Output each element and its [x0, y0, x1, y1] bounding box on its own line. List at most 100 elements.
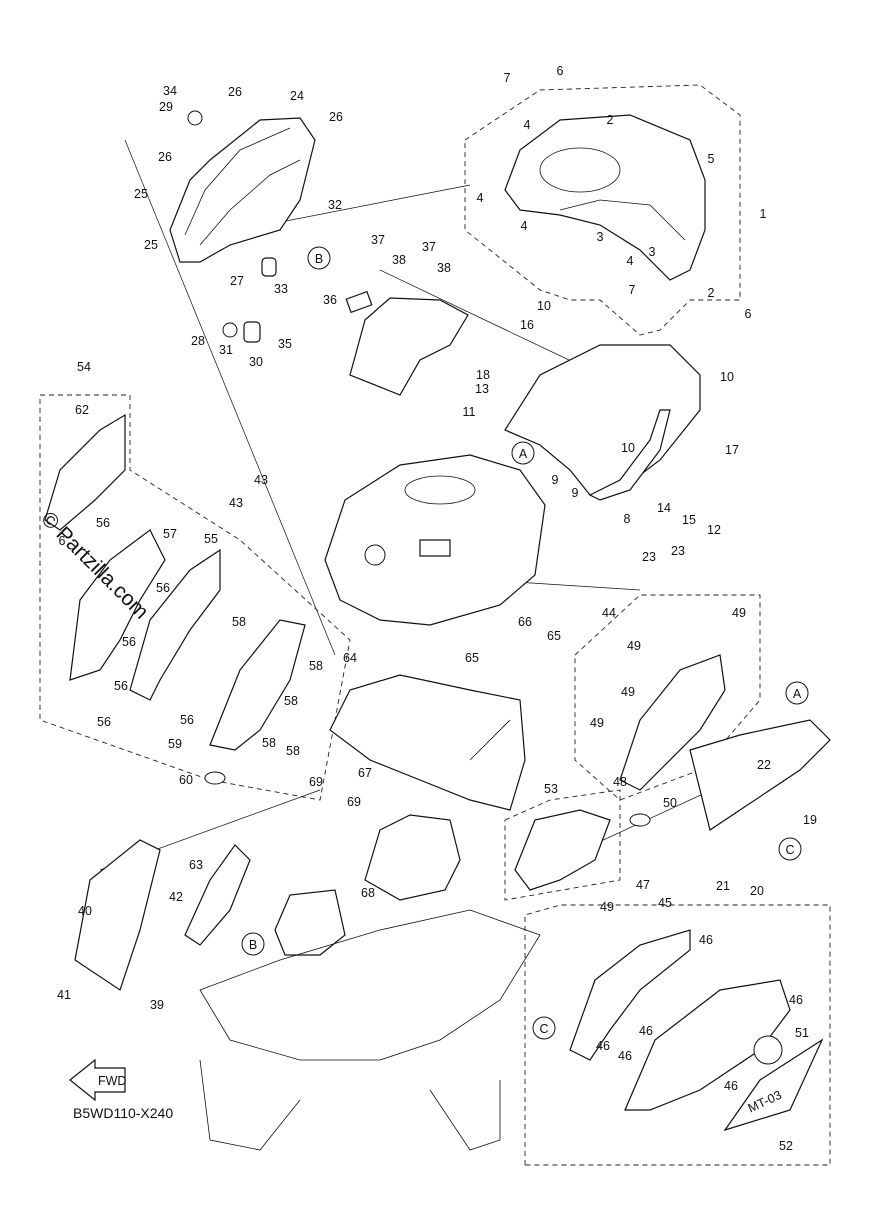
callout-label: 38: [392, 253, 406, 267]
diagram-code: B5WD110-X240: [73, 1105, 173, 1121]
callout-label: 52: [779, 1139, 793, 1153]
callout-label: 1: [760, 207, 767, 221]
callout-label: 32: [328, 198, 342, 212]
callout-label: 45: [658, 896, 672, 910]
callout-label: 23: [642, 550, 656, 564]
callout-label: 20: [750, 884, 764, 898]
callout-label: 10: [537, 299, 551, 313]
callout-label: 58: [286, 744, 300, 758]
callout-label: 56: [96, 516, 110, 530]
tank-side-cover: [504, 344, 701, 501]
callout-label: 6: [557, 64, 564, 78]
callout-label: 64: [343, 651, 357, 665]
callout-label: 56: [156, 581, 170, 595]
callout-label: 9: [572, 486, 579, 500]
group-box-airscoop: [504, 789, 621, 901]
callout-label: 3: [597, 230, 604, 244]
callout-label: 56: [180, 713, 194, 727]
callout-label: 69: [347, 795, 361, 809]
group-box-side-cover-left: [39, 394, 351, 801]
callout-label: 2: [708, 286, 715, 300]
fuel-tank: [324, 454, 546, 626]
callout-label: 46: [596, 1039, 610, 1053]
callout-label: 58: [262, 736, 276, 750]
callout-label: 16: [520, 318, 534, 332]
callout-label: 19: [803, 813, 817, 827]
callout-label: 29: [159, 100, 173, 114]
callout-label: 44: [602, 606, 616, 620]
lower-cowl: [569, 929, 824, 1132]
callout-label: 40: [78, 904, 92, 918]
callout-label: 46: [789, 993, 803, 1007]
ref-label-b: B: [315, 252, 323, 266]
callout-label: 35: [278, 337, 292, 351]
callout-label: 66: [518, 615, 532, 629]
ref-marker-b-2: B: [241, 932, 265, 956]
callout-label: 49: [627, 639, 641, 653]
ref-marker-c-1: C: [778, 837, 802, 861]
callout-label: 46: [618, 1049, 632, 1063]
callout-label: 49: [732, 606, 746, 620]
callout-label: 4: [524, 118, 531, 132]
callout-label: 7: [504, 71, 511, 85]
group-box-lower-cowl: [524, 904, 831, 1166]
callout-label: 67: [358, 766, 372, 780]
callout-label: 48: [613, 775, 627, 789]
callout-label: 17: [725, 443, 739, 457]
callout-label: 62: [75, 403, 89, 417]
callout-label: 51: [795, 1026, 809, 1040]
callout-label: 50: [663, 796, 677, 810]
callout-label: 10: [720, 370, 734, 384]
callout-label: 56: [97, 715, 111, 729]
callout-label: 57: [163, 527, 177, 541]
ref-marker-b-1: B: [307, 246, 331, 270]
callout-label: 25: [134, 187, 148, 201]
callout-label: 24: [290, 89, 304, 103]
callout-label: 59: [168, 737, 182, 751]
callout-label: 21: [716, 879, 730, 893]
callout-label: 58: [232, 615, 246, 629]
callout-label: 26: [329, 110, 343, 124]
center-cover: [345, 290, 469, 396]
group-box-side-panel-right: [574, 594, 761, 801]
callout-label: 4: [521, 219, 528, 233]
callout-label: 65: [465, 651, 479, 665]
group-box-tank-cover: [464, 84, 741, 336]
callout-label: 65: [547, 629, 561, 643]
callout-label: 49: [600, 900, 614, 914]
callout-label: 54: [77, 360, 91, 374]
callout-label: 27: [230, 274, 244, 288]
callout-label: 12: [707, 523, 721, 537]
callout-label: 5: [708, 152, 715, 166]
ref-label-c: C: [539, 1022, 548, 1036]
callout-label: 41: [57, 988, 71, 1002]
callout-label: 26: [158, 150, 172, 164]
leader-line: [124, 139, 336, 656]
callout-label: 58: [309, 659, 323, 673]
callout-label: 49: [621, 685, 635, 699]
callout-label: 30: [249, 355, 263, 369]
callout-label: 22: [757, 758, 771, 772]
callout-label: 56: [122, 635, 136, 649]
callout-label: 49: [590, 716, 604, 730]
callout-label: 4: [627, 254, 634, 268]
callout-label: 55: [204, 532, 218, 546]
callout-label: 69: [309, 775, 323, 789]
callout-label: 34: [163, 84, 177, 98]
callout-label: 37: [422, 240, 436, 254]
ref-marker-a-1: A: [511, 441, 535, 465]
callout-label: 14: [657, 501, 671, 515]
callout-label: 43: [229, 496, 243, 510]
callout-label: 43: [254, 473, 268, 487]
callout-label: 46: [639, 1024, 653, 1038]
callout-label: 68: [361, 886, 375, 900]
callout-label: 7: [629, 283, 636, 297]
frame-and-battery: [74, 814, 541, 1151]
callout-label: 53: [544, 782, 558, 796]
callout-label: 42: [169, 890, 183, 904]
callout-label: 3: [649, 245, 656, 259]
callout-label: 4: [477, 191, 484, 205]
callout-label: 36: [323, 293, 337, 307]
